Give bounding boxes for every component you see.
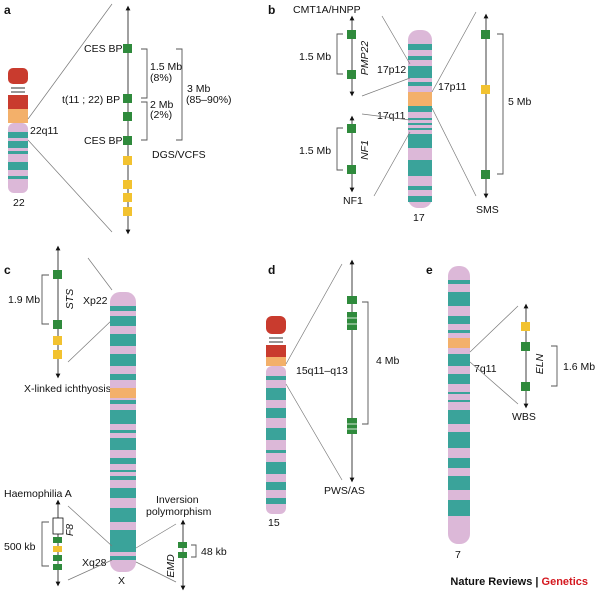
- panel-a: a 22q11 22 CES BP t(11 ; 22) BP: [4, 3, 232, 235]
- marker-eln-bottom: [521, 382, 530, 391]
- chromosome-number-22: 22: [13, 197, 25, 209]
- gene-f8: F8: [64, 524, 76, 536]
- band-label-22q11: 22q11: [30, 125, 59, 137]
- marker-eln-yellow: [521, 322, 530, 331]
- panel-label-e: e: [426, 263, 433, 277]
- span-label-emd: 48 kb: [201, 546, 227, 558]
- span-label-85-90pct: (85–90%): [186, 94, 232, 106]
- syndrome-pws-as: PWS/AS: [324, 485, 365, 497]
- span-label-1-5-mb: 1.5 Mb: [150, 61, 182, 73]
- panel-d: d 15 15q11–q13 4 Mb: [266, 259, 400, 529]
- band-label-17p11: 17p11: [438, 81, 467, 93]
- span-label-8pct: (8%): [150, 72, 172, 84]
- chromosome-number-7: 7: [455, 549, 461, 561]
- marker-f8: [53, 564, 62, 570]
- marker-f8: [53, 537, 62, 543]
- syndrome-haemophilia-a: Haemophilia A: [4, 488, 72, 500]
- band-label-15q11-q13: 15q11–q13: [296, 365, 348, 377]
- syndrome-wbs: WBS: [512, 411, 536, 423]
- span-label-sts: 1.9 Mb: [8, 294, 40, 306]
- f8-gene-box: [52, 517, 64, 535]
- syndrome-x-linked-ichthyosis: X-linked ichthyosis: [24, 383, 111, 395]
- marker-label-ces-bp-bottom: CES BP: [84, 135, 123, 147]
- panel-label-a: a: [4, 3, 11, 17]
- syndrome-cmt1a-hnpp: CMT1A/HNPP: [293, 4, 361, 16]
- chromosome-number-17: 17: [413, 212, 425, 224]
- span-label-f8: 500 kb: [4, 541, 36, 553]
- chromosome-number-15: 15: [268, 517, 280, 529]
- syndrome-nf1: NF1: [343, 195, 363, 207]
- marker-pws-as: [347, 296, 357, 304]
- chromosome-15: [266, 316, 286, 514]
- band-label-xp22: Xp22: [83, 295, 108, 307]
- span-label-pws-as: 4 Mb: [376, 355, 400, 367]
- marker-eln-top: [521, 342, 530, 351]
- band-label-7q11: 7q11: [474, 363, 497, 375]
- marker-yellow: [123, 193, 132, 202]
- chromosome-17: [408, 30, 432, 208]
- marker-f8: [53, 555, 62, 561]
- marker-pws-as: [347, 312, 357, 330]
- panel-b: b CMT1A/HNPP 1.5 Mb PMP22 1.5 Mb NF1 NF1: [268, 3, 532, 224]
- marker-f8-yellow: [53, 546, 62, 552]
- brand-name: Nature Reviews: [450, 576, 533, 588]
- label-inversion: Inversion: [156, 494, 199, 506]
- gene-nf1: NF1: [359, 140, 371, 160]
- marker-yellow: [123, 156, 132, 165]
- marker-ces-bp-bottom-1: [123, 112, 132, 121]
- panel-label-d: d: [268, 263, 275, 277]
- span-label-2-mb: 2 Mb: [150, 99, 174, 111]
- marker-label-ces-bp-top: CES BP: [84, 43, 123, 55]
- marker-pmp22-bottom: [347, 70, 356, 79]
- band-label-17q11: 17q11: [377, 110, 406, 122]
- chromosome-7: [448, 266, 470, 544]
- span-label-sms: 5 Mb: [508, 96, 532, 108]
- gene-pmp22: PMP22: [359, 41, 371, 76]
- marker-yellow: [123, 207, 132, 216]
- gene-eln: ELN: [534, 353, 546, 374]
- band-label-xq28: Xq28: [82, 557, 107, 569]
- marker-sms-bottom: [481, 170, 490, 179]
- journal-credit: Nature Reviews | Genetics: [450, 576, 588, 588]
- marker-ces-bp-bottom-2: [123, 136, 132, 145]
- marker-pws-as: [347, 418, 357, 434]
- marker-sts-top: [53, 270, 62, 279]
- marker-nf1-top: [347, 124, 356, 133]
- marker-nf1-bottom: [347, 165, 356, 174]
- marker-emd: [178, 552, 187, 558]
- marker-yellow: [53, 350, 62, 359]
- marker-sms-yellow: [481, 85, 490, 94]
- panel-label-c: c: [4, 263, 11, 277]
- marker-pmp22-top: [347, 30, 356, 39]
- chromosome-letter-x: X: [118, 575, 125, 587]
- syndrome-dgs-vcfs: DGS/VCFS: [152, 149, 206, 161]
- chromosome-x: [110, 292, 136, 572]
- chromosome-22: [8, 68, 28, 193]
- panel-e: e 7 7q11 1.6 Mb ELN WBS: [426, 263, 595, 561]
- panel-label-b: b: [268, 3, 275, 17]
- journal-name: Genetics: [541, 576, 588, 588]
- gene-sts: STS: [64, 289, 76, 309]
- marker-sms-top: [481, 30, 490, 39]
- label-polymorphism: polymorphism: [146, 506, 212, 518]
- marker-t11-22-bp: [123, 94, 132, 103]
- credit-separator: |: [535, 576, 539, 588]
- gene-emd: EMD: [165, 554, 177, 578]
- marker-yellow: [53, 336, 62, 345]
- marker-yellow: [123, 180, 132, 189]
- span-label-pmp22: 1.5 Mb: [299, 51, 331, 63]
- band-label-17p12: 17p12: [377, 64, 406, 76]
- syndrome-sms: SMS: [476, 204, 499, 216]
- marker-emd: [178, 542, 187, 548]
- panel-c: c 1.9 Mb STS X-linked ichthyosis Xp22: [4, 245, 227, 591]
- span-label-3-mb: 3 Mb: [187, 83, 211, 95]
- marker-label-t11-22: t(11 ; 22) BP: [62, 94, 120, 106]
- marker-ces-bp-top: [123, 44, 132, 53]
- span-label-eln: 1.6 Mb: [563, 361, 595, 373]
- span-label-nf1: 1.5 Mb: [299, 145, 331, 157]
- span-label-2pct: (2%): [150, 109, 172, 121]
- marker-sts-bottom: [53, 320, 62, 329]
